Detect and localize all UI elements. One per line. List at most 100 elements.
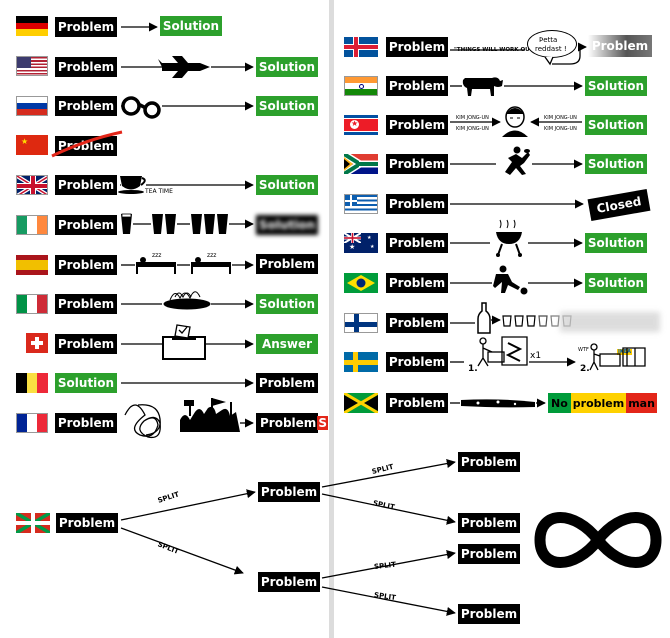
joint-icon <box>461 399 535 408</box>
problem-box-usa: Problem <box>55 57 117 77</box>
svg-text:zzz: zzz <box>152 252 161 259</box>
problem-box-split-upper: Problem <box>258 482 320 502</box>
speech-bubble <box>527 30 577 58</box>
svg-text:zzz: zzz <box>207 252 216 259</box>
flag-spain <box>16 255 48 275</box>
kim-label-3: KIM JONG-UN <box>544 115 577 121</box>
flag-uk <box>16 175 48 195</box>
solution-box-germany: Solution <box>160 16 222 36</box>
arrow-split-down <box>120 527 244 575</box>
solution-box-australia: Solution <box>585 233 647 253</box>
jam-man: man <box>626 393 657 413</box>
problem-box-split-lower: Problem <box>258 572 320 592</box>
split-label-5: SPLIT <box>373 560 397 571</box>
kim-label-2: KIM JONG-UN <box>456 126 489 132</box>
problem-box-switzerland: Problem <box>55 334 117 354</box>
problem-box-australia: Problem <box>386 233 448 253</box>
split-label-1: SPLIT <box>156 490 181 505</box>
problem-box-belgium-end: Problem <box>256 373 318 393</box>
problem-box-china: Problem <box>55 136 117 156</box>
problem-box-spain-end: Problem <box>256 254 318 274</box>
blur-fade <box>560 312 660 332</box>
flag-north-korea: ★ <box>344 115 378 135</box>
scribble-icon <box>124 404 161 439</box>
problem-box-ireland: Problem <box>55 215 117 235</box>
problem-box-sweden: Problem <box>386 352 448 372</box>
flag-italy <box>16 294 48 314</box>
arrow-split-up <box>120 489 256 521</box>
problem-box-jamaica: Problem <box>386 393 448 413</box>
solution-box-usa: Solution <box>256 57 318 77</box>
flag-australia: ★ ★ ★ <box>344 233 378 253</box>
handcuffs-icon <box>121 96 161 119</box>
problem-box-france: Problem <box>55 413 117 433</box>
problem-box-south-africa: Problem <box>386 154 448 174</box>
problems-s-red: S <box>317 416 328 430</box>
drone-icon <box>158 56 210 78</box>
flag-greece <box>344 194 378 214</box>
ikea-assembly-icon <box>477 336 528 367</box>
shot-glasses-icon <box>502 315 572 327</box>
problems-text: Problem <box>260 416 317 430</box>
flag-south-africa <box>344 154 378 174</box>
flag-brazil <box>344 273 378 293</box>
solution-box-south-africa: Solution <box>585 154 647 174</box>
protest-crowd-icon <box>180 398 240 432</box>
solution-box-north-korea: Solution <box>585 115 647 135</box>
x1-label: x1 <box>530 351 542 361</box>
flag-switzerland <box>26 333 48 353</box>
problem-box-russia: Problem <box>55 96 117 116</box>
problem-box-iceland-faded: Problem <box>588 35 652 57</box>
petta-line-2: reddast ! <box>535 45 567 53</box>
problem-box-spain: Problem <box>55 255 117 275</box>
problem-box-finland: Problem <box>386 313 448 333</box>
cow-icon <box>462 77 503 96</box>
flag-finland <box>344 313 378 333</box>
answer-box-switzerland: Answer <box>256 334 318 354</box>
closed-box-greece: Closed <box>587 188 651 222</box>
football-player-icon <box>493 265 528 295</box>
flag-belgium <box>16 373 48 393</box>
teacup-icon <box>118 176 146 194</box>
bubble-tail <box>544 56 554 66</box>
no-problem-man-box: No problem man <box>548 393 657 413</box>
flag-sweden <box>344 352 378 372</box>
problem-box-brazil: Problem <box>386 273 448 293</box>
blurred-solution-box-ireland: Solution <box>256 215 318 235</box>
split-label-6: SPLIT <box>373 591 397 603</box>
step-2-label: 2. <box>580 364 590 374</box>
flag-china: ★ <box>16 135 48 155</box>
flag-germany <box>16 16 48 36</box>
problem-box-germany: Problem <box>55 17 117 37</box>
flag-russia <box>16 96 48 116</box>
flag-ireland <box>16 215 48 235</box>
problem-box-greece: Problem <box>386 194 448 214</box>
infinity-icon <box>534 512 662 568</box>
jam-problem: problem <box>570 393 627 413</box>
flag-france <box>16 413 48 433</box>
split-label-3: SPLIT <box>371 462 395 476</box>
pint-glasses-icon <box>121 213 228 234</box>
solution-box-uk: Solution <box>256 175 318 195</box>
problem-box-italy: Problem <box>55 294 117 314</box>
pasta-plate-icon <box>163 291 211 310</box>
problem-box-uk: Problem <box>55 175 117 195</box>
bbq-grill-icon <box>496 219 522 257</box>
petta-line-1: Þetta <box>539 36 558 44</box>
flag-india <box>344 76 378 96</box>
solution-box-india: Solution <box>585 76 647 96</box>
split-label-4: SPLIT <box>372 499 396 512</box>
step-1-label: 1. <box>468 364 478 374</box>
problem-box-north-korea: Problem <box>386 115 448 135</box>
solution-box-brazil: Solution <box>585 273 647 293</box>
rugby-player-icon <box>505 146 530 175</box>
kim-label-1: KIM JONG-UN <box>456 115 489 121</box>
problem-box-split-3: Problem <box>458 544 520 564</box>
jam-no: No <box>548 393 571 413</box>
problem-box-iceland: Problem <box>386 37 448 57</box>
solution-box-russia: Solution <box>256 96 318 116</box>
vodka-bottle-icon <box>477 302 491 334</box>
solution-box-belgium: Solution <box>55 373 117 393</box>
